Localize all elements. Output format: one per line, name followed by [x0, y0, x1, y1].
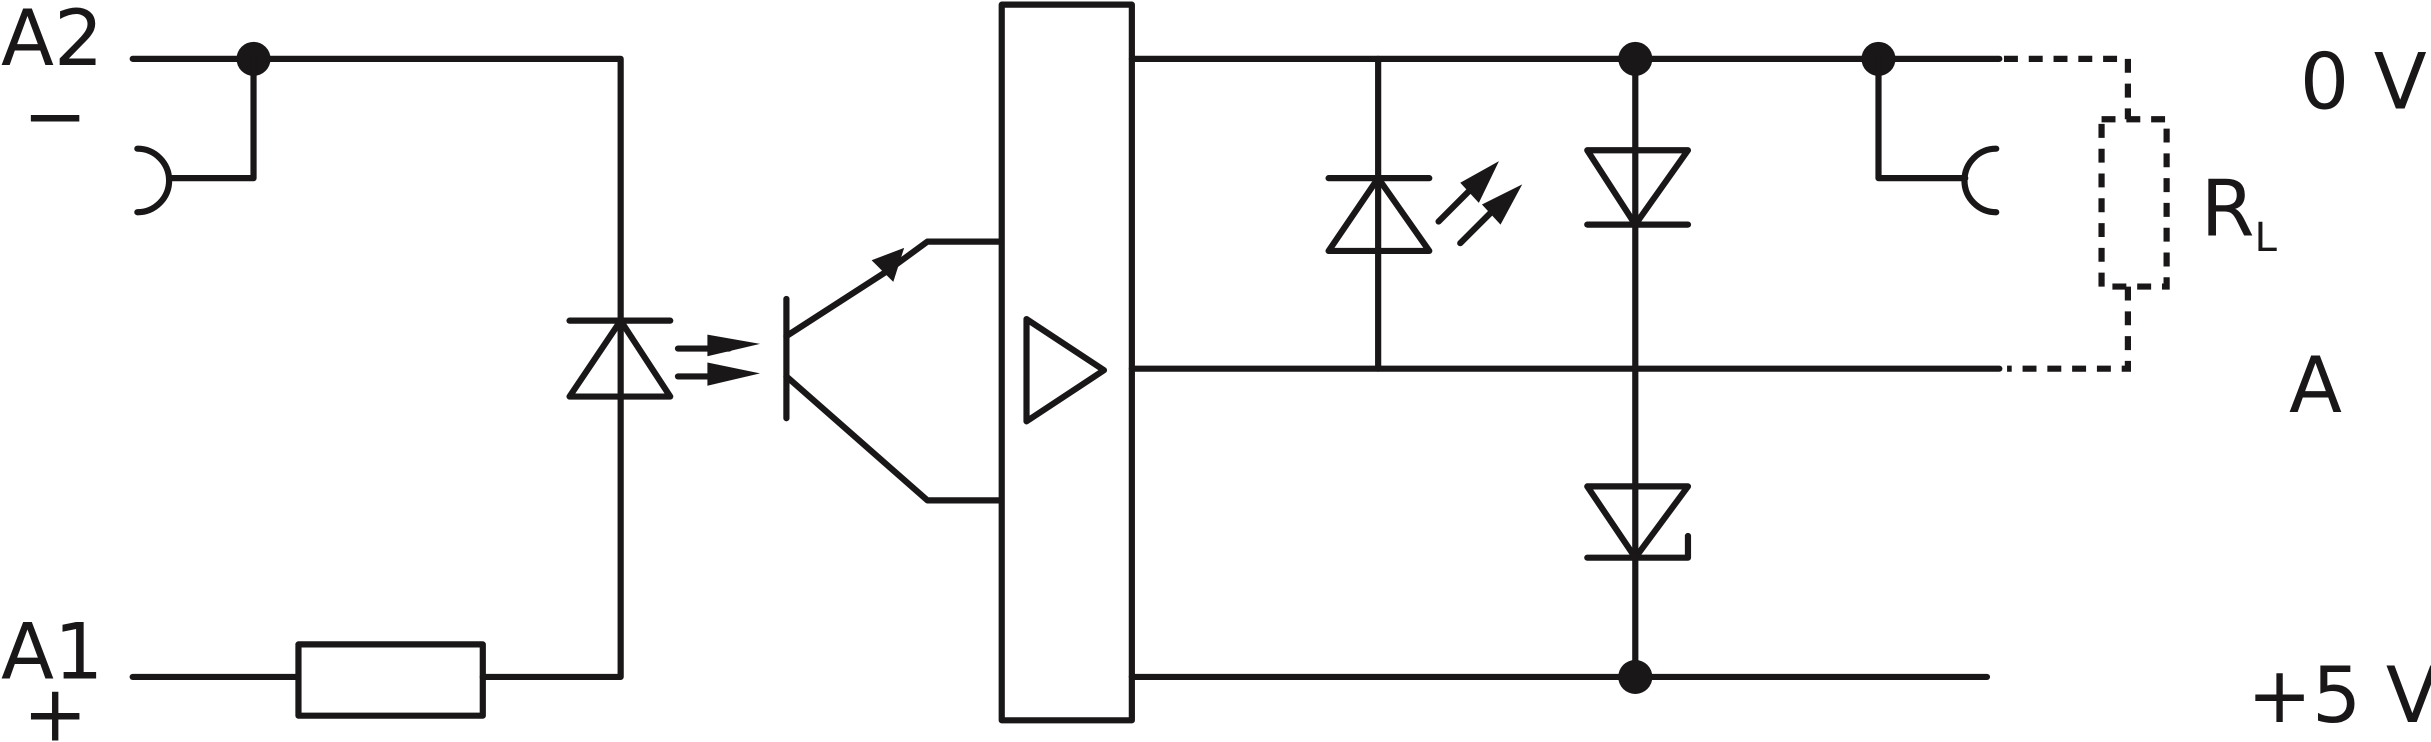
phototransistor-icon: [783, 238, 1004, 504]
external-load-resistor: [2003, 55, 2170, 372]
protection-diode-icon: [1584, 147, 1692, 228]
emitted-light-arrows-icon: [674, 334, 761, 386]
terminal-label-plus5v: +5 V: [2247, 651, 2431, 741]
amplifier-triangle-icon: [1023, 316, 1108, 425]
amplifier-block: [998, 1, 1135, 724]
polarity-plus: +: [23, 669, 88, 742]
a2-socket-icon: [134, 145, 173, 216]
junction-dot: [1618, 41, 1653, 76]
status-led-icon: [1325, 161, 1523, 255]
terminal-label-a1: A1: [1, 607, 103, 697]
terminal-label-a2: A2: [1, 0, 103, 84]
input-wire-loop: [129, 55, 624, 681]
output-socket-icon: [1961, 145, 2000, 216]
output-socket-wire: [1875, 55, 1969, 182]
output-circuit: [1128, 41, 2170, 694]
terminal-label-0v: 0 V: [2300, 37, 2427, 127]
input-led-icon: [566, 317, 761, 400]
series-resistor: [295, 641, 486, 719]
load-label: RL: [2201, 164, 2278, 260]
polarity-minus: −: [23, 72, 88, 162]
a2-socket-wire: [168, 55, 257, 182]
zener-diode-icon: [1584, 483, 1692, 561]
junction-dot: [1618, 659, 1653, 694]
terminal-label-a: A: [2289, 341, 2342, 431]
input-circuit: [129, 41, 761, 719]
